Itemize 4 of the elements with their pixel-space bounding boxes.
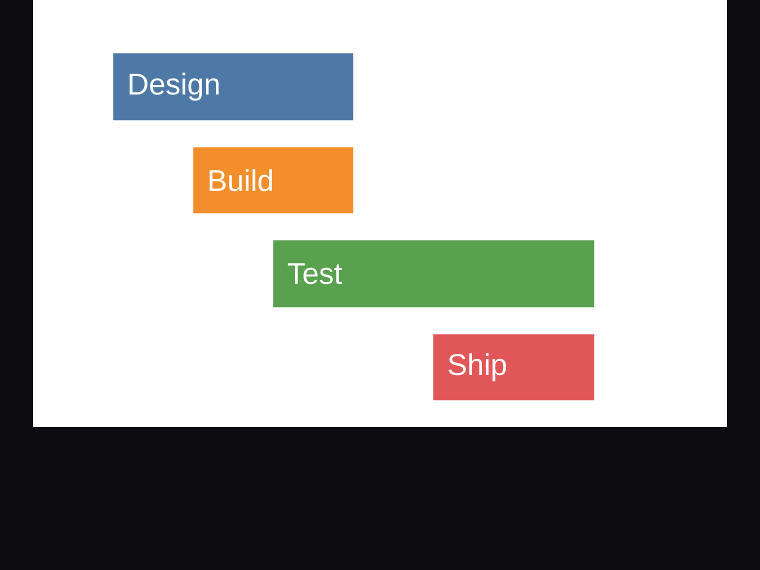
task-bar: Ship [433, 334, 594, 400]
task-bar: Design [113, 53, 354, 120]
task-bar: Build [193, 147, 354, 214]
task-bar: Test [273, 240, 594, 308]
